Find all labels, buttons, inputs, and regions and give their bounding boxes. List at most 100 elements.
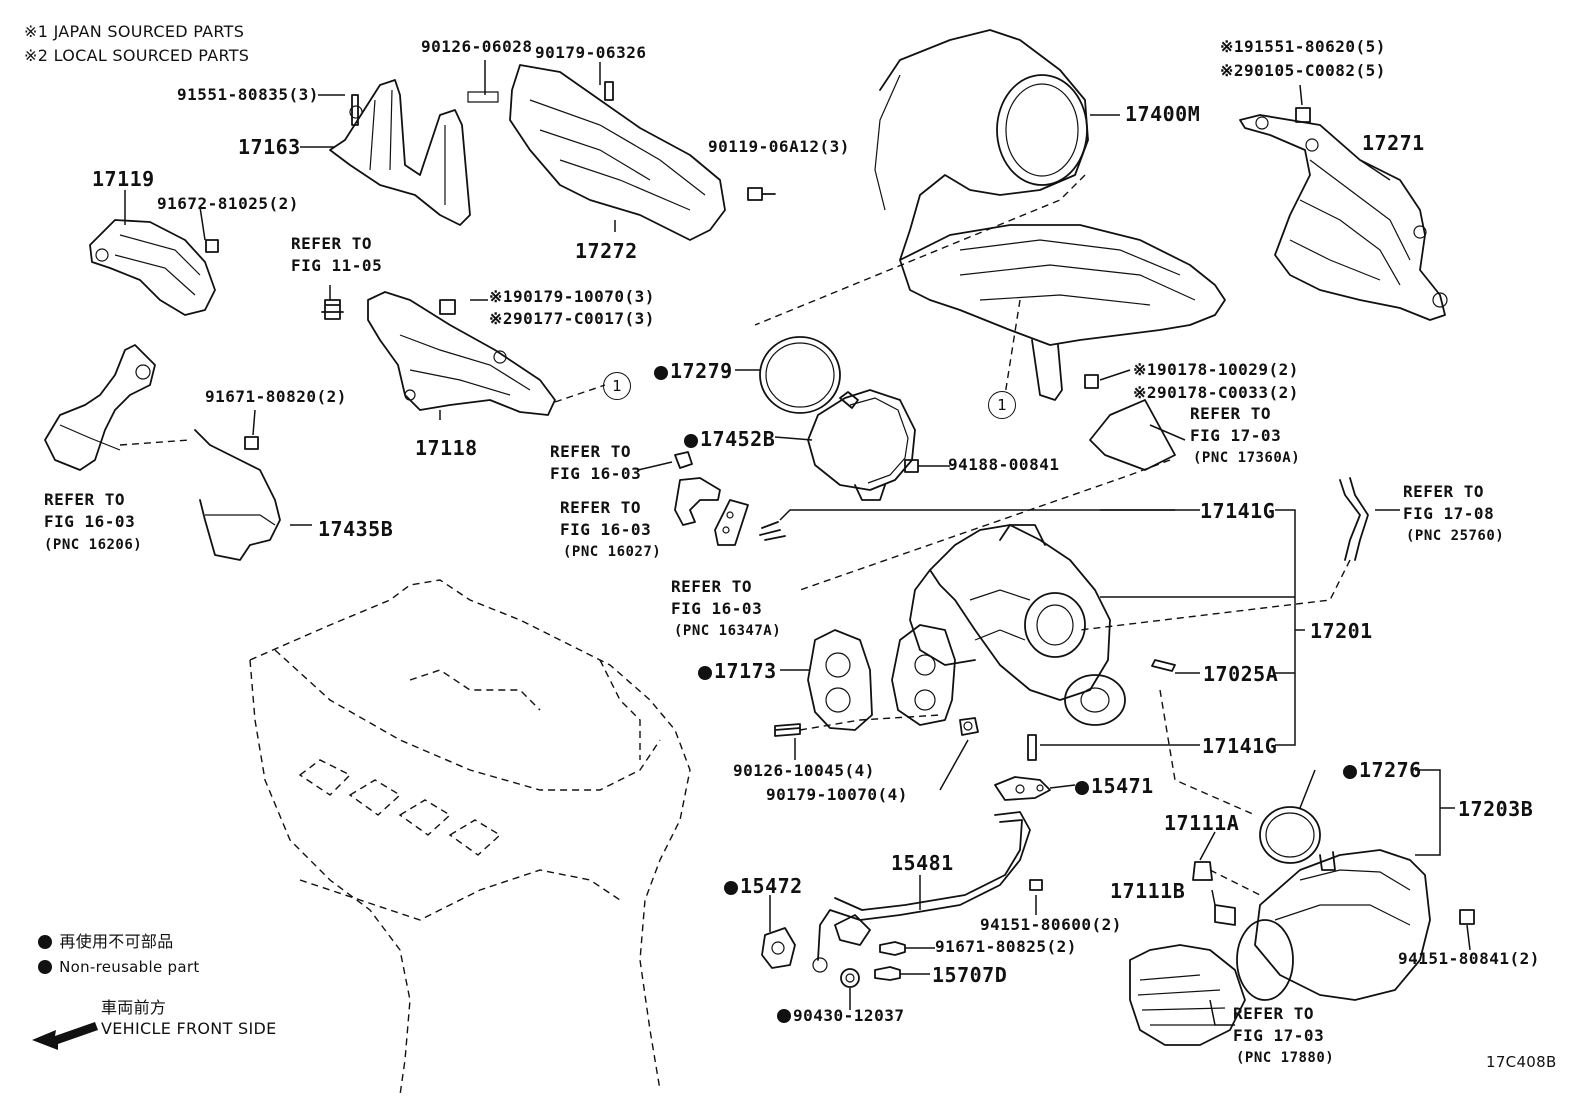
refer-17880-line2: FIG 17-03 bbox=[1233, 1026, 1325, 1045]
circle-marker-1-right: 1 bbox=[988, 391, 1016, 419]
part-17400M-converter bbox=[874, 29, 1226, 401]
label-17163: 17163 bbox=[238, 135, 301, 159]
part-15481-oil-pipe bbox=[812, 811, 1031, 973]
part-16027-pipe bbox=[674, 477, 721, 526]
label-90126-10045: 90126-10045(4) bbox=[733, 761, 875, 780]
label-17435B: 17435B bbox=[318, 517, 394, 541]
refer-17360A-line3: (PNC 17360A) bbox=[1193, 450, 1301, 466]
refer-16-03-top-line2: FIG 16-03 bbox=[550, 464, 642, 483]
nonreusable-dot-icon bbox=[1075, 781, 1089, 795]
front-arrow-icon bbox=[32, 1022, 98, 1050]
label-90126-06028: 90126-06028 bbox=[421, 37, 533, 56]
label-17025A: 17025A bbox=[1203, 662, 1279, 686]
label-17201: 17201 bbox=[1310, 619, 1373, 643]
part-17203B-intake bbox=[1236, 849, 1431, 1001]
label-17119: 17119 bbox=[92, 167, 155, 191]
part-17272-heat-shield bbox=[467, 64, 726, 241]
nonreusable-dot-icon bbox=[724, 881, 738, 895]
refer-16206-line3: (PNC 16206) bbox=[44, 537, 143, 553]
label-17141G-bottom: 17141G bbox=[1202, 734, 1278, 758]
label-17118: 17118 bbox=[415, 436, 478, 460]
refer-16027-line1: REFER TO bbox=[560, 498, 642, 517]
nonreusable-dot-icon bbox=[654, 366, 668, 380]
label-91671-80820: 91671-80820(2) bbox=[205, 387, 347, 406]
note-japan-sourced: ※1 JAPAN SOURCED PARTS bbox=[24, 22, 245, 41]
label-15481: 15481 bbox=[891, 851, 954, 875]
label-17111B: 17111B bbox=[1110, 879, 1186, 903]
label-94188-00841: 94188-00841 bbox=[948, 455, 1060, 474]
nonreusable-dot-icon bbox=[38, 960, 52, 974]
label-91551-80835: 91551-80835(3) bbox=[177, 85, 319, 104]
refer-16-03-top-line1: REFER TO bbox=[550, 442, 632, 461]
legend-front-en: VEHICLE FRONT SIDE bbox=[101, 1019, 277, 1038]
part-17201-turbocharger bbox=[909, 524, 1126, 726]
label-94151-80600: 94151-80600(2) bbox=[980, 915, 1122, 934]
nonreusable-dot-icon bbox=[698, 666, 712, 680]
nonreusable-dot-icon bbox=[684, 434, 698, 448]
refer-17880-line1: REFER TO bbox=[1233, 1004, 1315, 1023]
refer-16027-line3: (PNC 16027) bbox=[563, 544, 662, 560]
refer-16027-line2: FIG 16-03 bbox=[560, 520, 652, 539]
label-94151-80841: 94151-80841(2) bbox=[1398, 949, 1540, 968]
label-17400M: 17400M bbox=[1125, 102, 1201, 126]
label-17452B: 17452B bbox=[684, 428, 775, 450]
label-90179-10070-3: ※190179-10070(3) bbox=[489, 287, 655, 306]
part-17118-bracket bbox=[367, 291, 556, 416]
nonreusable-dot-icon bbox=[1343, 765, 1357, 779]
part-17880-hose bbox=[1129, 944, 1246, 1046]
label-15707D: 15707D bbox=[932, 963, 1008, 987]
label-90177-C0017: ※290177-C0017(3) bbox=[489, 309, 655, 328]
part-17271-heat-shield bbox=[1239, 114, 1448, 321]
part-16206-pipe bbox=[44, 344, 156, 471]
refer-25760-line3: (PNC 25760) bbox=[1406, 528, 1505, 544]
label-90178-C0033: ※290178-C0033(2) bbox=[1133, 383, 1299, 402]
label-90179-06326: 90179-06326 bbox=[535, 43, 647, 62]
label-91672-81025: 91672-81025(2) bbox=[157, 194, 299, 213]
note-local-sourced: ※2 LOCAL SOURCED PARTS bbox=[24, 46, 250, 65]
refer-25760-line1: REFER TO bbox=[1403, 482, 1485, 501]
label-90178-10029: ※190178-10029(2) bbox=[1133, 360, 1299, 379]
label-90179-10070-4: 90179-10070(4) bbox=[766, 785, 908, 804]
part-17163-bracket bbox=[329, 79, 471, 226]
label-91671-80825: 91671-80825(2) bbox=[935, 937, 1077, 956]
label-90105-C0082: ※290105-C0082(5) bbox=[1220, 61, 1386, 80]
label-17141G-top: 17141G bbox=[1200, 499, 1276, 523]
part-17173-gasket bbox=[807, 629, 873, 731]
label-17276: 17276 bbox=[1343, 759, 1422, 781]
label-90430-12037: 90430-12037 bbox=[777, 1007, 904, 1025]
refer-16347A-line1: REFER TO bbox=[671, 577, 753, 596]
part-17452B-clamp bbox=[807, 389, 916, 501]
refer-17360A-line2: FIG 17-03 bbox=[1190, 426, 1282, 445]
leader-lines bbox=[124, 60, 1471, 1026]
refer-11-05-line1: REFER TO bbox=[291, 234, 373, 253]
label-90119-06A12: 90119-06A12(3) bbox=[708, 137, 850, 156]
circle-marker-1-left: 1 bbox=[603, 372, 631, 400]
refer-16206-line2: FIG 16-03 bbox=[44, 512, 136, 531]
label-17272: 17272 bbox=[575, 239, 638, 263]
refer-17360A-line1: REFER TO bbox=[1190, 404, 1272, 423]
refer-16347A-line3: (PNC 16347A) bbox=[674, 623, 782, 639]
label-17111A: 17111A bbox=[1164, 811, 1240, 835]
figure-code: 17C408B bbox=[1486, 1053, 1557, 1071]
label-17279: 17279 bbox=[654, 360, 733, 382]
part-17119-bracket bbox=[89, 219, 216, 316]
part-17279-gasket bbox=[759, 336, 841, 414]
refer-11-05-line2: FIG 11-05 bbox=[291, 256, 383, 275]
legend-nonreusable-en: Non-reusable part bbox=[38, 957, 200, 977]
label-15471: 15471 bbox=[1075, 775, 1154, 797]
nonreusable-dot-icon bbox=[777, 1009, 791, 1023]
part-17435B-bracket bbox=[194, 429, 281, 561]
label-17271: 17271 bbox=[1362, 131, 1425, 155]
nonreusable-dot-icon bbox=[38, 935, 52, 949]
refer-25760-line2: FIG 17-08 bbox=[1403, 504, 1495, 523]
refer-16347A-line2: FIG 16-03 bbox=[671, 599, 763, 618]
label-91551-80620: ※191551-80620(5) bbox=[1220, 37, 1386, 56]
legend-front-jp: 車両前方 bbox=[101, 998, 167, 1017]
label-17203B: 17203B bbox=[1458, 797, 1534, 821]
legend-nonreusable-jp: 再使用不可部品 bbox=[38, 932, 174, 952]
engine-block-outline bbox=[249, 579, 691, 1096]
refer-17880-line3: (PNC 17880) bbox=[1236, 1050, 1335, 1066]
refer-16206-line1: REFER TO bbox=[44, 490, 126, 509]
